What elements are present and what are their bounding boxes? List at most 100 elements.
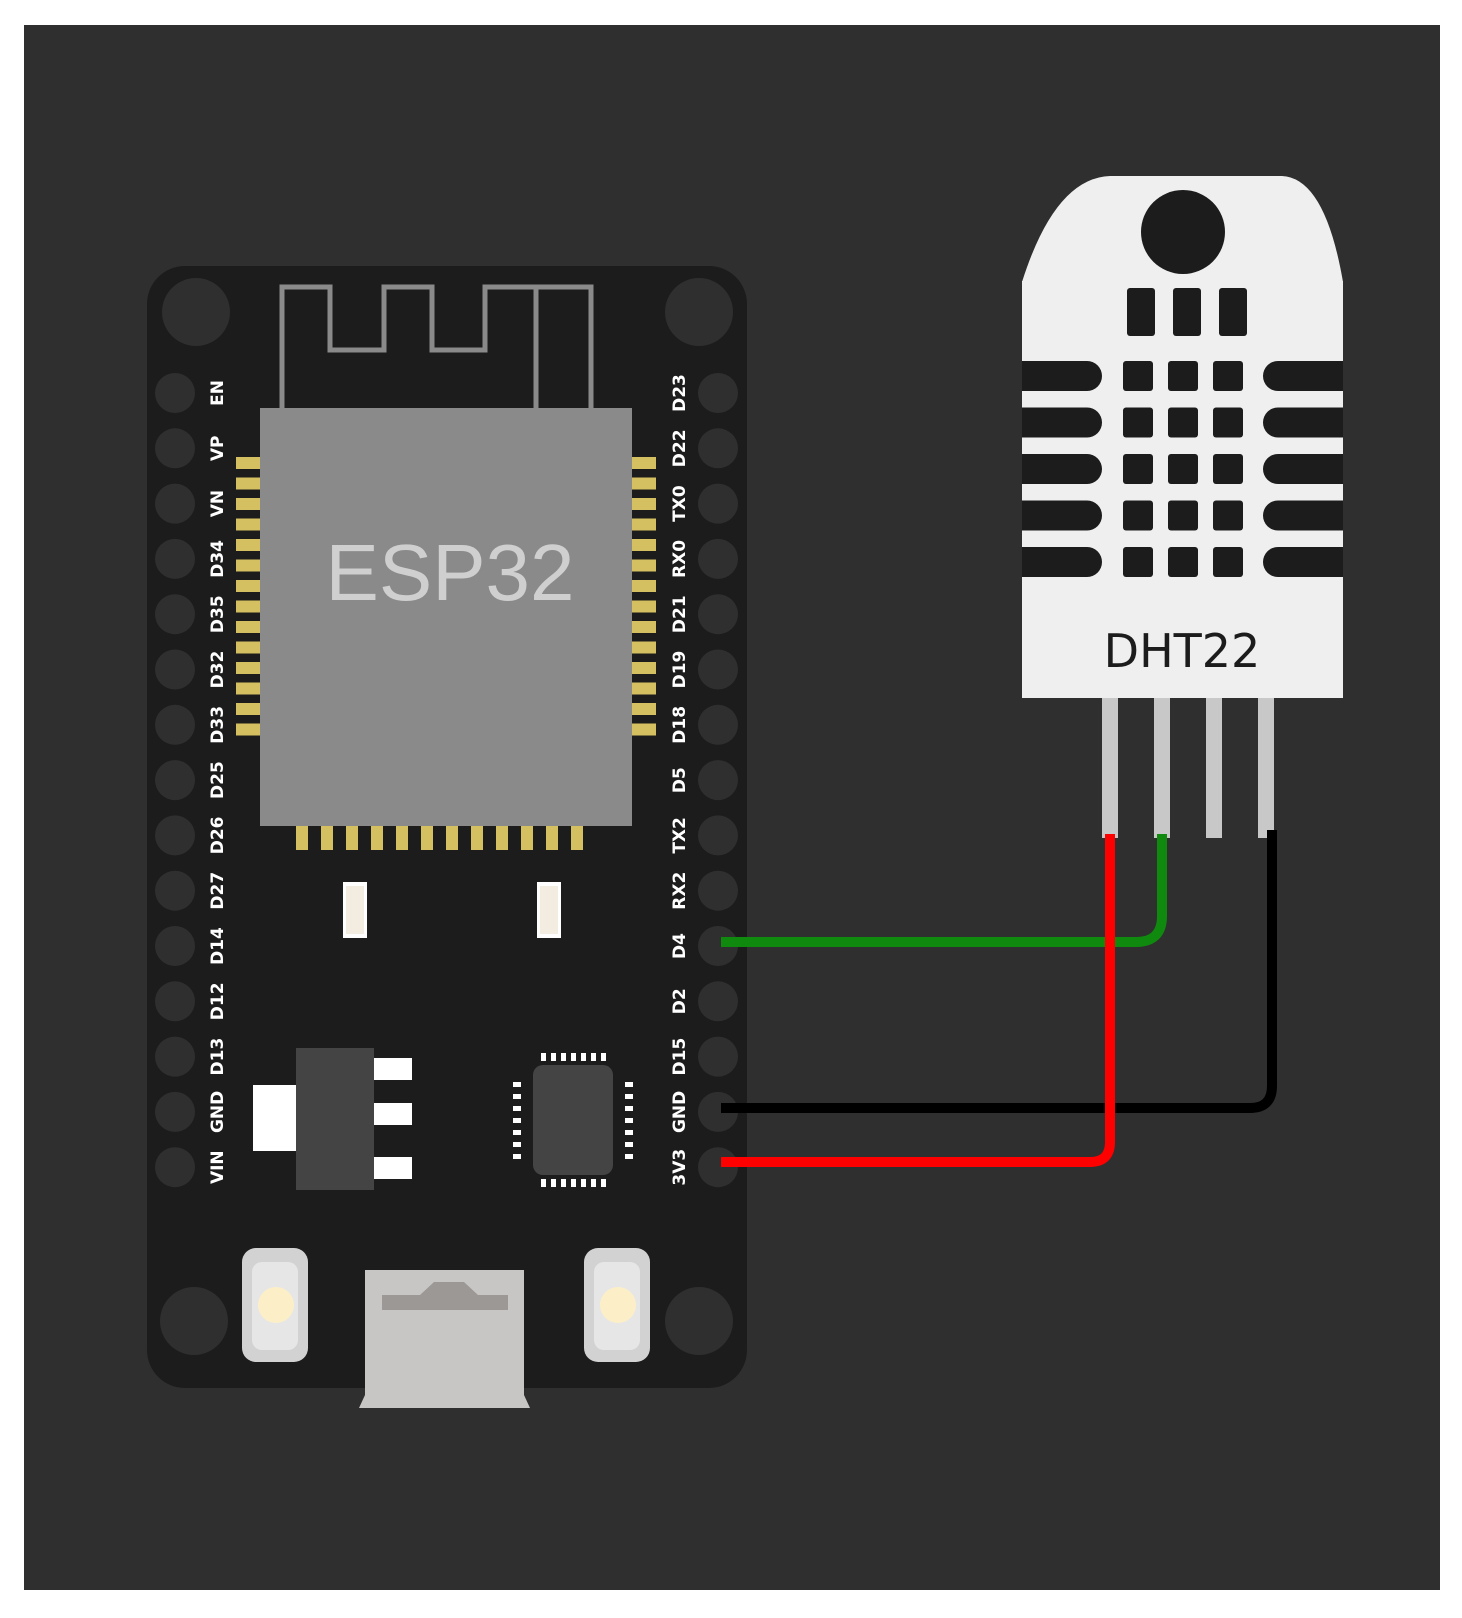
grille-cell bbox=[1213, 547, 1243, 577]
grille-bar bbox=[1263, 500, 1343, 531]
chip-pad bbox=[236, 682, 260, 695]
chip-pad bbox=[236, 518, 260, 531]
right-pin-holes bbox=[698, 373, 738, 1188]
pin-hole bbox=[155, 649, 195, 690]
mounting-hole bbox=[665, 278, 733, 346]
grille-mask bbox=[995, 281, 1022, 698]
power-wire[interactable] bbox=[721, 834, 1115, 1167]
grille-cell bbox=[1213, 500, 1243, 531]
pin-hole bbox=[698, 1091, 738, 1132]
grille-bar bbox=[1022, 454, 1102, 484]
ground-wire[interactable] bbox=[721, 830, 1277, 1113]
chip-pad bbox=[321, 826, 333, 850]
pin-hole bbox=[698, 704, 738, 745]
grille-cell bbox=[1168, 500, 1198, 531]
pin-hole bbox=[698, 483, 738, 524]
pin-hole bbox=[698, 649, 738, 690]
pin-hole bbox=[155, 870, 195, 911]
chip-pad bbox=[236, 641, 260, 654]
grille-cell bbox=[1213, 454, 1243, 484]
chip-pad bbox=[571, 826, 583, 850]
pin-label: RX2 bbox=[670, 872, 690, 910]
chip-pad bbox=[632, 600, 656, 613]
ic-pin bbox=[513, 1118, 521, 1123]
micro-usb-port bbox=[359, 1270, 530, 1408]
chip-pad bbox=[496, 826, 508, 850]
pin-label: VIN bbox=[208, 1150, 228, 1184]
pin-hole bbox=[698, 594, 738, 635]
pin-label: D15 bbox=[670, 1038, 690, 1076]
pin-hole bbox=[155, 428, 195, 469]
pin-hole bbox=[698, 1036, 738, 1077]
chip-pad bbox=[236, 457, 260, 469]
grille-slot bbox=[1219, 288, 1247, 336]
en-button[interactable] bbox=[242, 1248, 308, 1362]
chip-pad bbox=[236, 703, 260, 715]
chip-pad bbox=[346, 826, 358, 850]
chip-pad bbox=[236, 539, 260, 551]
mounting-hole bbox=[160, 1287, 228, 1355]
pin-hole bbox=[698, 373, 738, 413]
grille-cell bbox=[1123, 407, 1153, 438]
pin-label: 3V3 bbox=[670, 1149, 690, 1186]
left-pin-labels: ENVPVND34D35D32D33D25D26D27D14D12D13GNDV… bbox=[208, 380, 228, 1184]
chip-pads bbox=[236, 457, 656, 850]
mounting-hole bbox=[665, 1287, 733, 1355]
chip-pad bbox=[632, 621, 656, 633]
wires bbox=[721, 830, 1277, 1167]
ic-pin bbox=[625, 1118, 633, 1123]
pin-label: D25 bbox=[208, 761, 228, 799]
pin-hole bbox=[155, 926, 195, 966]
chip-label: ESP32 bbox=[325, 528, 574, 617]
pin-hole bbox=[155, 815, 195, 856]
chip-pad bbox=[236, 723, 260, 736]
pin-label: D33 bbox=[208, 706, 228, 744]
left-pin-holes bbox=[155, 373, 195, 1188]
sensor-lead bbox=[1154, 698, 1170, 838]
ic-pin bbox=[571, 1053, 576, 1061]
sensor-mount-hole bbox=[1141, 190, 1225, 274]
ic-pin bbox=[625, 1106, 633, 1111]
chip-pad bbox=[632, 703, 656, 715]
grille-cell bbox=[1123, 547, 1153, 577]
chip-pad bbox=[371, 826, 383, 850]
sensor-lead bbox=[1206, 698, 1222, 838]
pin-hole bbox=[698, 926, 738, 966]
chip-pad bbox=[236, 477, 260, 490]
sensor-leads bbox=[1102, 698, 1274, 838]
ic-pin bbox=[625, 1094, 633, 1099]
boot-button[interactable] bbox=[584, 1248, 650, 1362]
ic-pin bbox=[551, 1053, 556, 1061]
pin-label: D35 bbox=[208, 595, 228, 633]
chip-pad bbox=[236, 621, 260, 633]
ic-pin bbox=[625, 1130, 633, 1135]
chip-pad bbox=[421, 826, 433, 850]
pin-label: D18 bbox=[670, 706, 690, 744]
grille-cell bbox=[1168, 361, 1198, 391]
ic-pin bbox=[513, 1082, 521, 1087]
chip-pad bbox=[396, 826, 408, 850]
chip-pad bbox=[632, 457, 656, 469]
chip-pad bbox=[632, 641, 656, 654]
esp32-chip bbox=[260, 408, 632, 826]
ic-pin bbox=[601, 1179, 606, 1187]
sensor-lead bbox=[1258, 698, 1274, 838]
grille-cell bbox=[1213, 407, 1243, 438]
led-indicator bbox=[346, 886, 364, 934]
right-pin-labels: D23D22TX0RX0D21D19D18D5TX2RX2D4D2D15GND3… bbox=[670, 374, 690, 1186]
ic-pin bbox=[541, 1179, 546, 1187]
chip-pad bbox=[632, 539, 656, 551]
pin-hole bbox=[698, 981, 738, 1022]
chip-pad bbox=[632, 559, 656, 572]
data-wire[interactable] bbox=[721, 834, 1167, 947]
grille-slot bbox=[1173, 288, 1201, 336]
pin-label: D34 bbox=[208, 540, 228, 578]
ic-pin bbox=[513, 1130, 521, 1135]
ic-pin bbox=[601, 1053, 606, 1061]
pin-hole bbox=[698, 1147, 738, 1188]
grille-bar bbox=[1263, 454, 1343, 484]
grille-cell bbox=[1123, 500, 1153, 531]
grille-bar bbox=[1022, 361, 1102, 391]
pin-hole bbox=[155, 373, 195, 413]
pin-label: TX2 bbox=[670, 817, 690, 854]
